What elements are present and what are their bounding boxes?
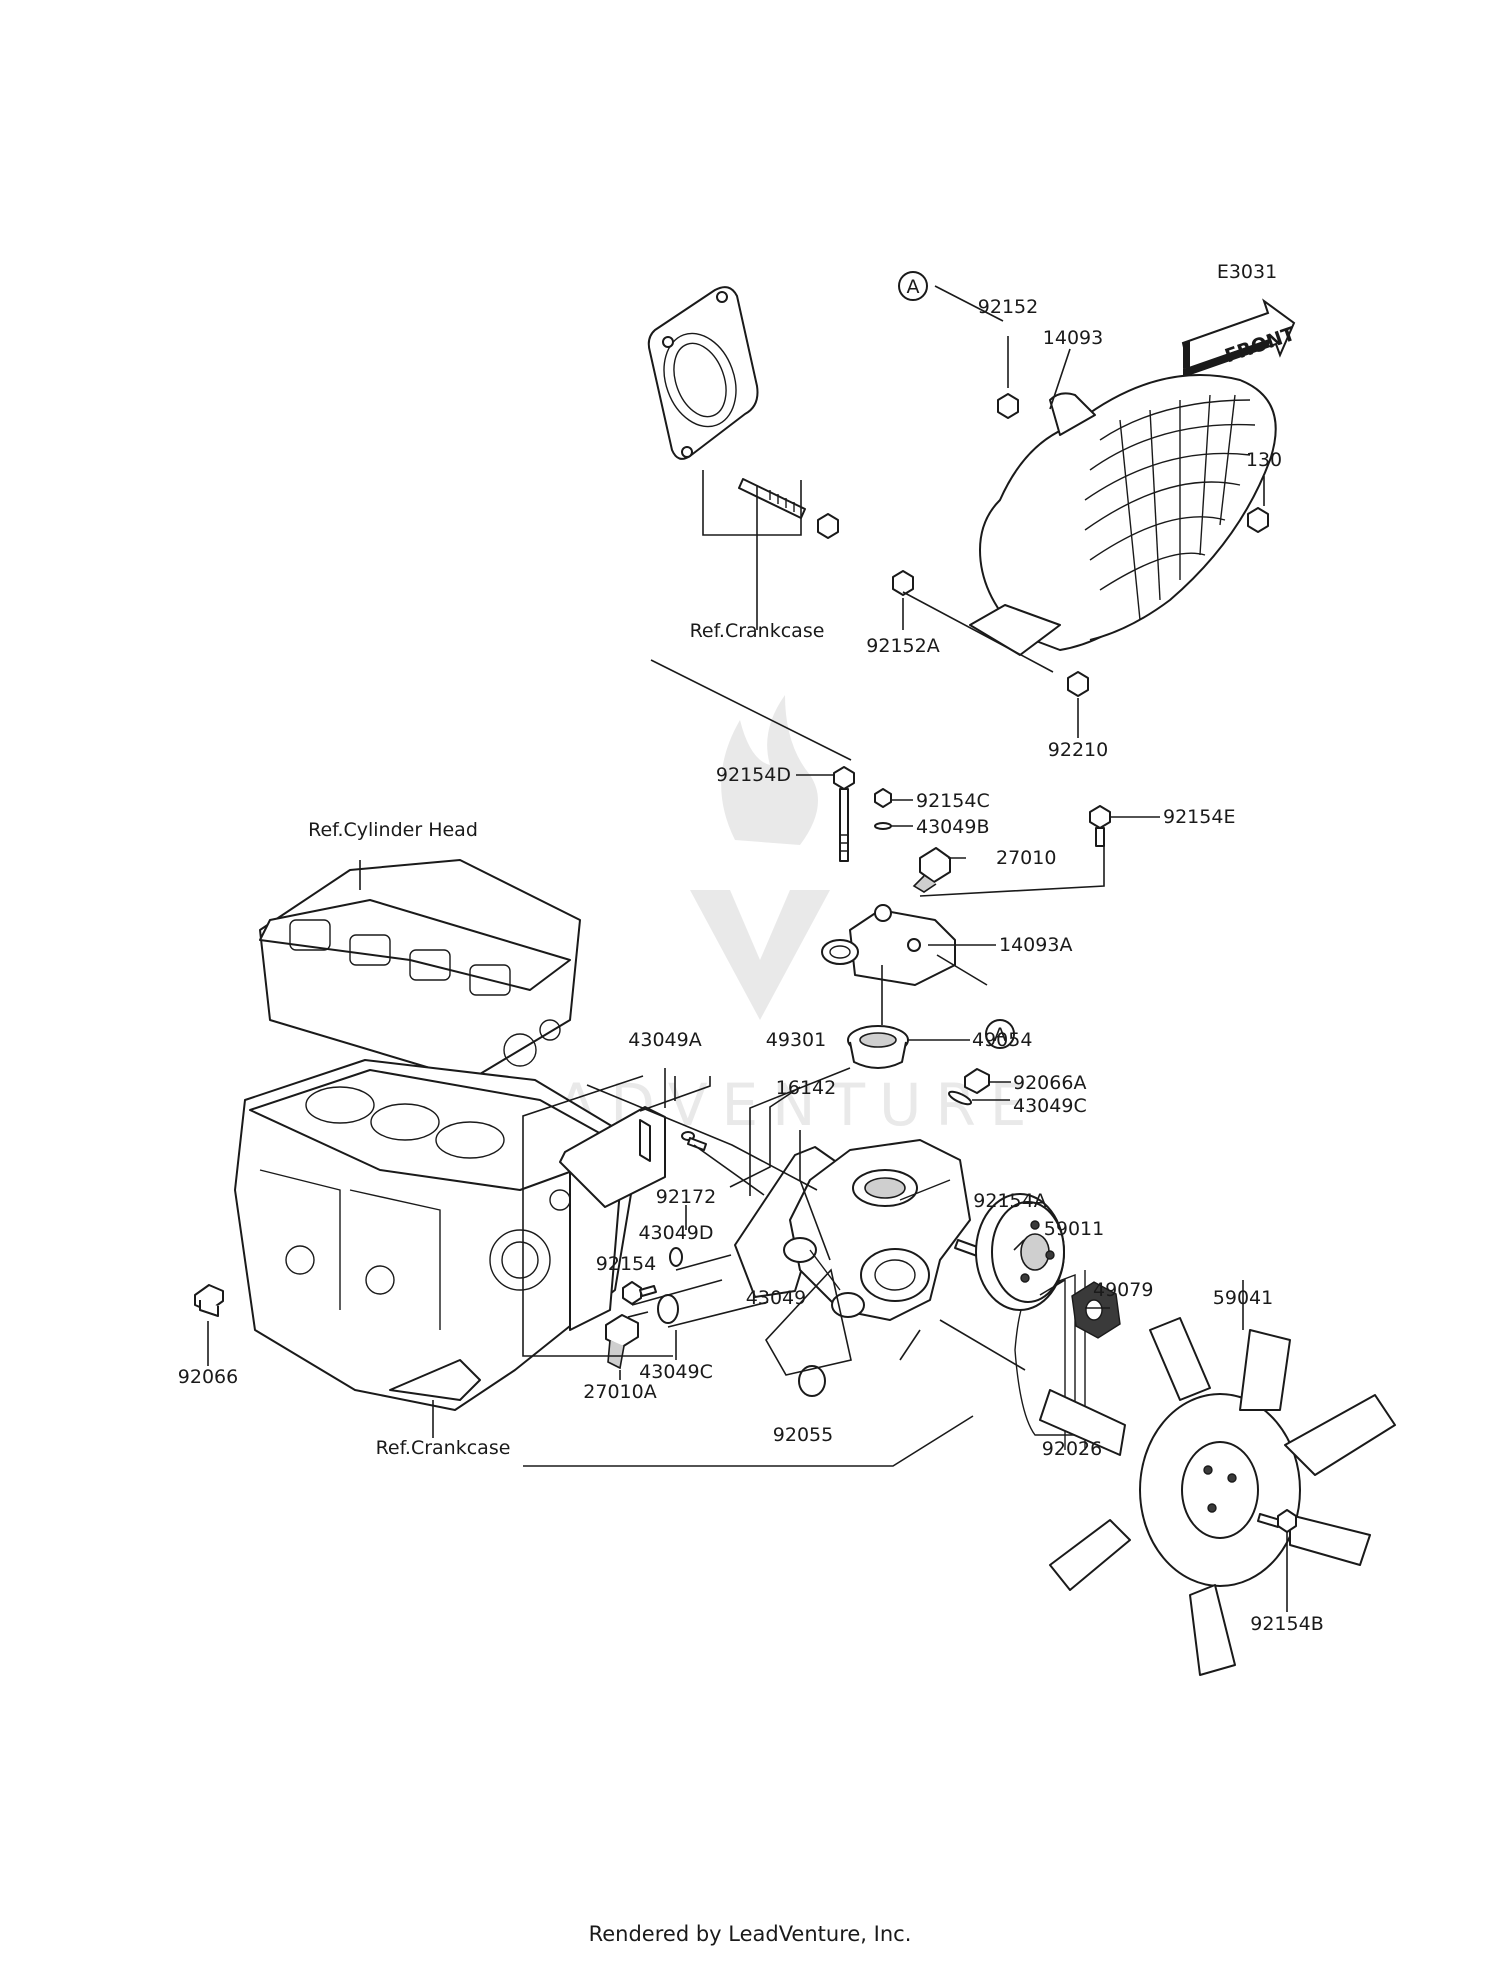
- cylinder-head: [259, 859, 581, 1081]
- drain-plug-92066: [194, 1284, 224, 1317]
- label-92154C: 92154C: [916, 790, 990, 812]
- fan-shroud: [969, 374, 1277, 656]
- label-92154B: 92154B: [1250, 1613, 1323, 1635]
- front-arrow-icon: FRONT: [1181, 298, 1298, 377]
- oring-92055: [798, 1365, 826, 1397]
- marker-a-top-label: A: [907, 276, 920, 298]
- label-ref-crankcase-top: Ref.Crankcase: [690, 620, 825, 642]
- label-130: 130: [1246, 449, 1282, 471]
- stud: [738, 478, 806, 519]
- nut-92152: [997, 393, 1019, 419]
- bolt-92154C: [874, 788, 892, 808]
- pulley-49079: [975, 1193, 1065, 1311]
- label-14093: 14093: [1043, 327, 1103, 349]
- label-49301: 49301: [766, 1029, 826, 1051]
- label-27010A: 27010A: [583, 1381, 656, 1403]
- label-27010: 27010: [996, 847, 1056, 869]
- gasket-43049A: [559, 1106, 666, 1208]
- label-16142: 16142: [776, 1077, 836, 1099]
- bolt-130: [1247, 507, 1269, 533]
- label-92152: 92152: [978, 296, 1038, 318]
- label-92026: 92026: [1042, 1438, 1102, 1460]
- label-92152A: 92152A: [866, 635, 939, 657]
- washer-43049B: [874, 822, 892, 830]
- marker-a-bottom: A: [985, 1019, 1015, 1049]
- label-43049B: 43049B: [916, 816, 989, 838]
- label-59011: 59011: [1044, 1218, 1104, 1240]
- plug-92066A: [964, 1068, 990, 1094]
- switch-27010A: [605, 1314, 639, 1370]
- label-92055: 92055: [773, 1424, 833, 1446]
- label-49079: 49079: [1093, 1279, 1153, 1301]
- label-43049C-top: 43049C: [1013, 1095, 1087, 1117]
- marker-a-top: A: [898, 271, 928, 301]
- label-92210: 92210: [1048, 739, 1108, 761]
- label-43049: 43049: [746, 1287, 806, 1309]
- marker-a-bottom-label: A: [994, 1024, 1007, 1046]
- diagram-code: E3031: [1217, 261, 1277, 283]
- label-92154: 92154: [596, 1253, 656, 1275]
- bolt-92154B: [1257, 1509, 1297, 1533]
- bolt-92154E: [1089, 805, 1111, 847]
- fan-59041: [1039, 1317, 1396, 1676]
- part-labels: 92152 14093 130 Ref.Crankcase 92152A 922…: [178, 296, 1324, 1635]
- washer-43049D: [669, 1247, 683, 1267]
- temp-sensor-27010: [912, 847, 951, 893]
- label-43049D: 43049D: [638, 1222, 713, 1244]
- label-92154D: 92154D: [716, 764, 791, 786]
- bolt-92172: [681, 1131, 707, 1151]
- label-43049C-bottom: 43049C: [639, 1361, 713, 1383]
- label-92172: 92172: [656, 1186, 716, 1208]
- callout-lines: [207, 285, 1288, 1612]
- label-59041: 59041: [1213, 1287, 1273, 1309]
- crankcase-block: [234, 1059, 636, 1411]
- label-92154E: 92154E: [1163, 806, 1235, 828]
- label-92066A: 92066A: [1013, 1072, 1086, 1094]
- label-43049A: 43049A: [628, 1029, 701, 1051]
- footer-credit: Rendered by LeadVenture, Inc.: [588, 1922, 912, 1946]
- spacer-92026: [1071, 1281, 1121, 1339]
- nut-92210: [1067, 671, 1089, 697]
- bolt-92154D: [833, 766, 855, 862]
- label-ref-crankcase-bottom: Ref.Crankcase: [376, 1437, 511, 1459]
- crankcase-flange: [647, 286, 759, 460]
- thermostat-housing-14093A: [821, 904, 956, 986]
- nut-92152A: [892, 570, 914, 596]
- water-pump: [783, 1139, 971, 1321]
- thermostat-49054: [847, 1025, 909, 1069]
- label-ref-cylinder-head: Ref.Cylinder Head: [308, 819, 478, 841]
- oring-43049C-top: [947, 1090, 973, 1106]
- washer-43049C-bottom: [657, 1294, 679, 1324]
- bolt-92154: [622, 1281, 657, 1305]
- label-14093A: 14093A: [999, 934, 1072, 956]
- label-92066: 92066: [178, 1366, 238, 1388]
- label-92154A: 92154A: [973, 1190, 1046, 1212]
- label-49054: 49054: [972, 1029, 1032, 1051]
- nut-92152-upper: [817, 513, 839, 539]
